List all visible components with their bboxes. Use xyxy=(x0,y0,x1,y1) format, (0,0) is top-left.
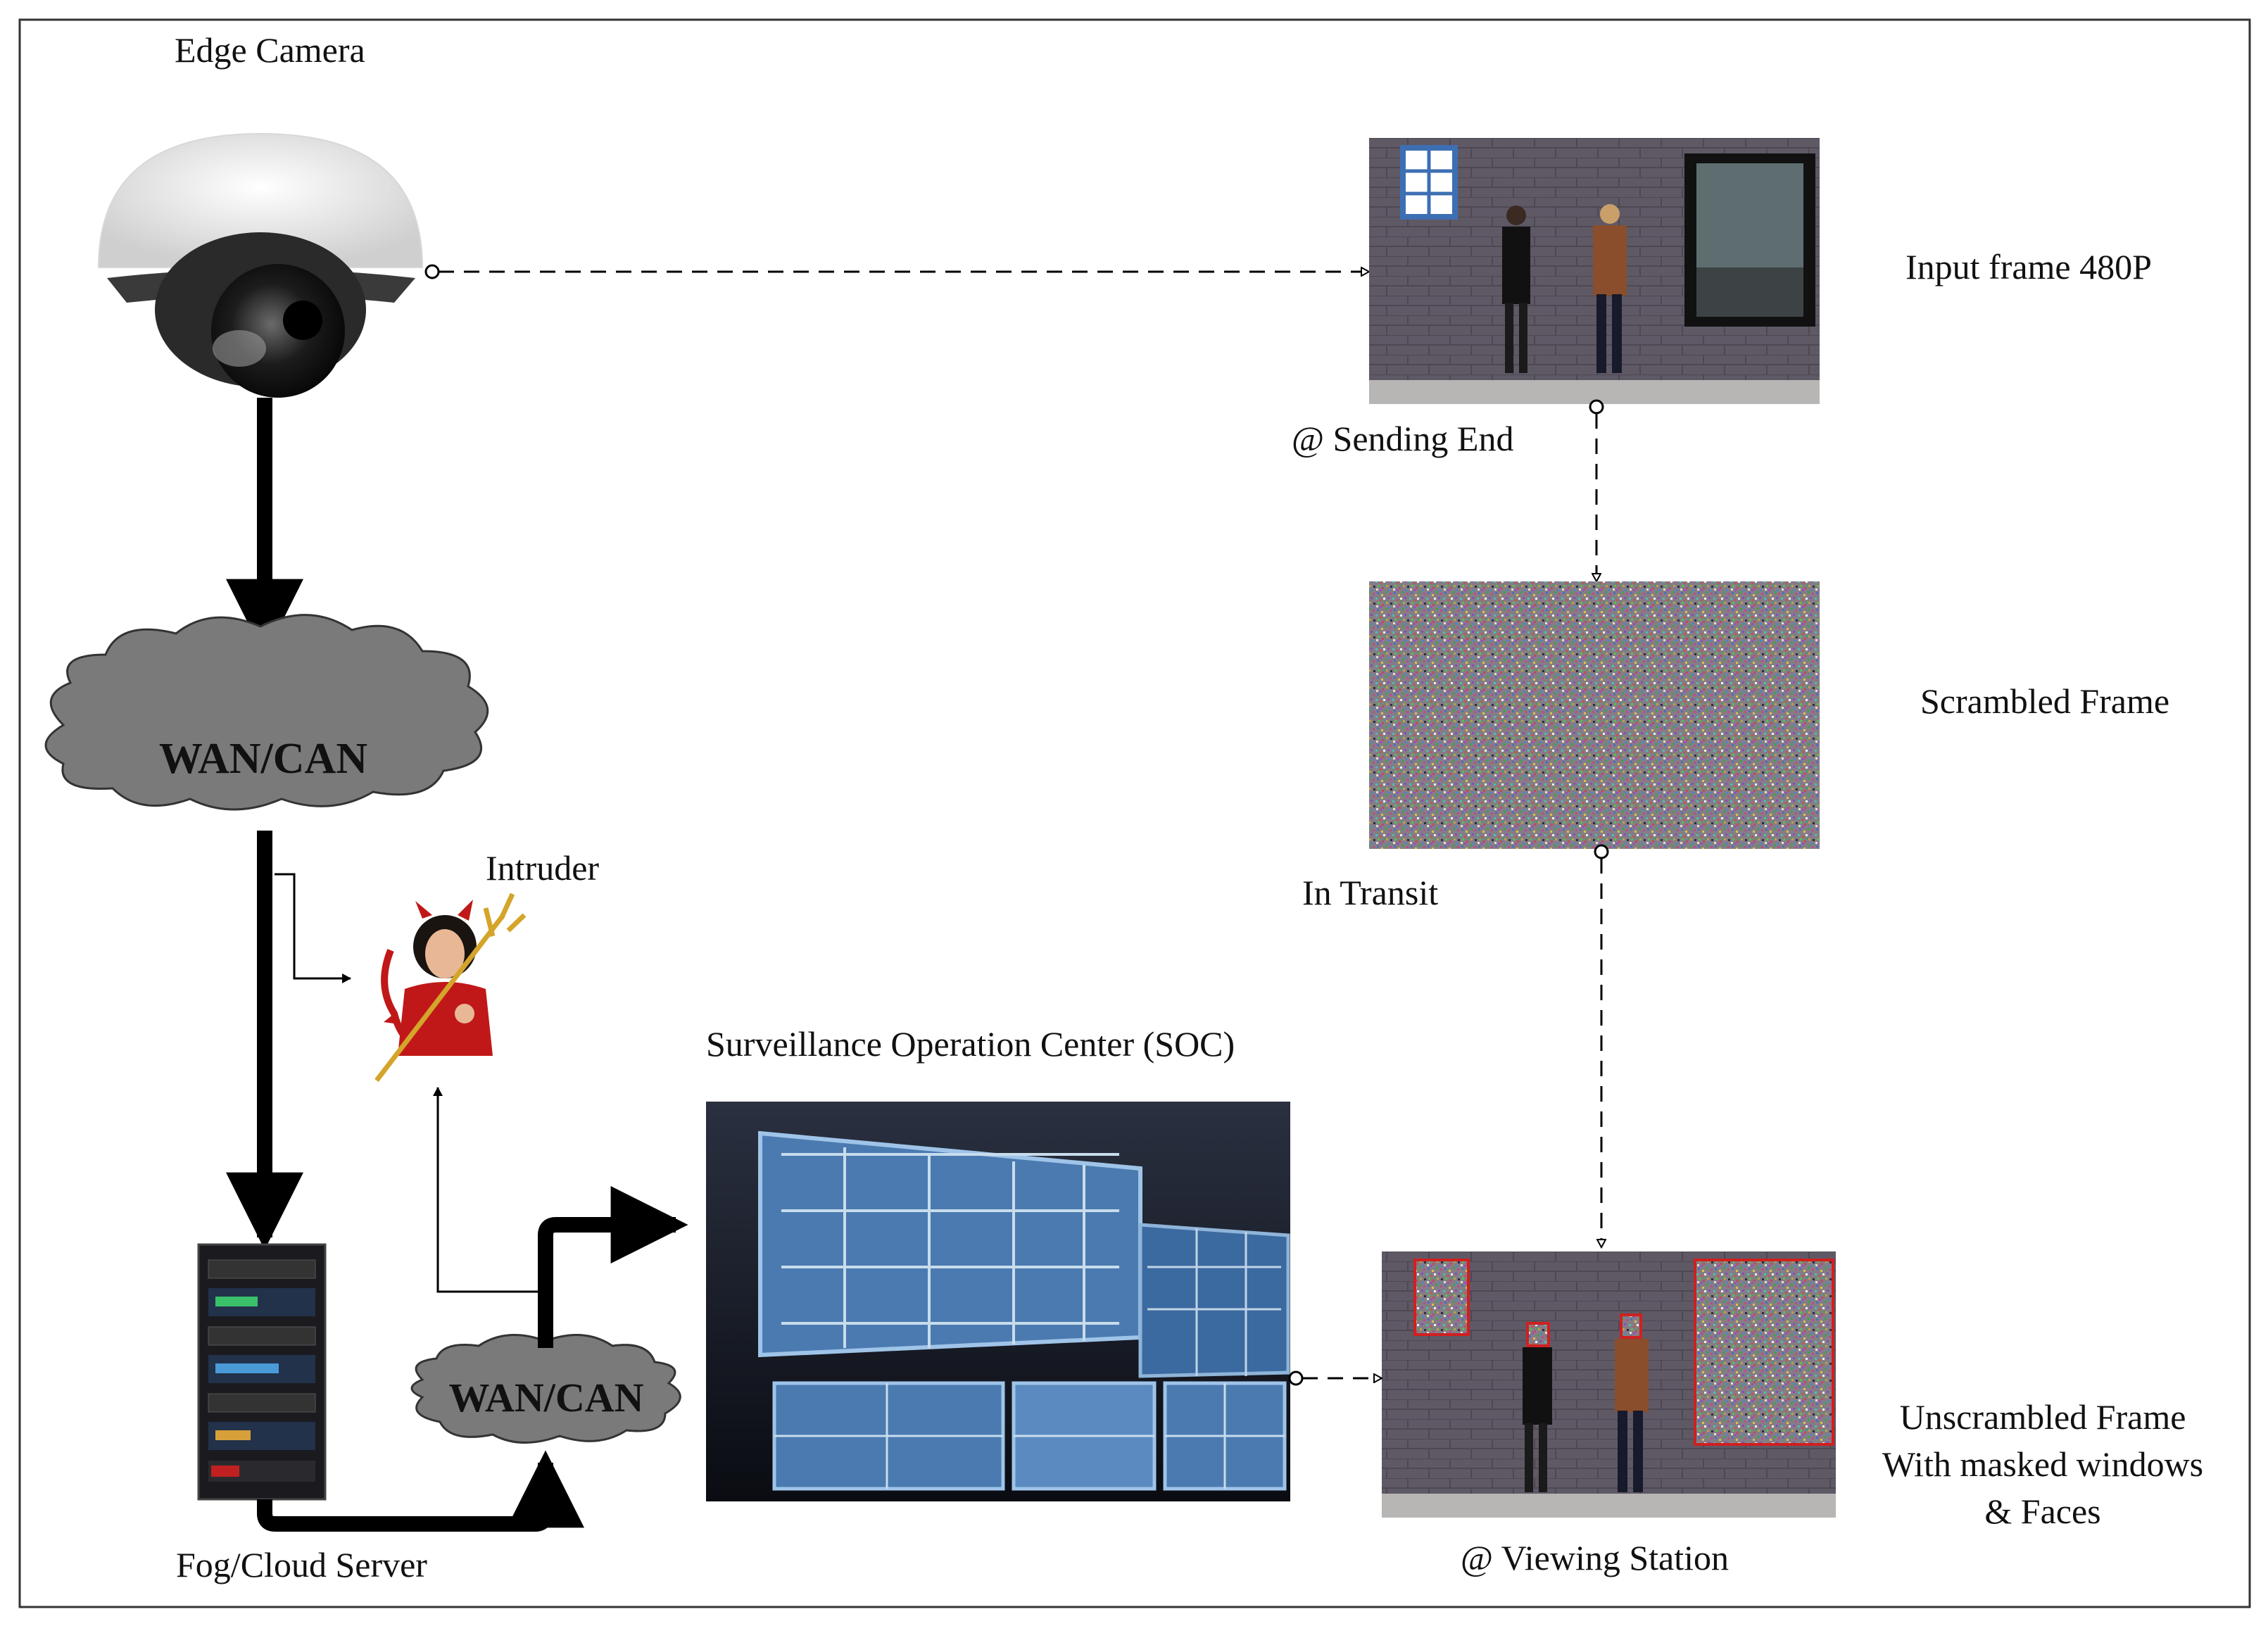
input-frame-label: Input frame 480P xyxy=(1905,247,2152,286)
wan-to-soc-arrow xyxy=(538,1186,688,1348)
scrambled-frame-port xyxy=(1594,844,1609,859)
server-rack-icon xyxy=(197,1243,327,1501)
sending-end-label: @ Sending End xyxy=(1292,419,1513,458)
input-frame-port xyxy=(1589,399,1604,415)
unscrambled-frame-label-line1: Unscrambled Frame xyxy=(1900,1397,2186,1437)
camera-output-port xyxy=(424,264,440,279)
wan-to-intruder-arrow xyxy=(275,873,351,983)
scrambled-frame-image xyxy=(1369,581,1820,849)
input-frame-image xyxy=(1369,138,1820,404)
edge-camera-label: Edge Camera xyxy=(175,30,365,70)
unscrambled-frame-label-line2: With masked windows xyxy=(1882,1444,2203,1484)
soc-output-port xyxy=(1288,1370,1304,1386)
server-to-wan-arrow xyxy=(257,1450,584,1532)
monitor-wall-icon xyxy=(706,1102,1290,1501)
wan-can-bottom-label: WAN/CAN xyxy=(448,1375,643,1420)
cloud-icon xyxy=(44,614,489,811)
wan-bottom-to-intruder-arrow xyxy=(433,1087,546,1293)
cloud-icon xyxy=(410,1334,681,1444)
in-transit-label: In Transit xyxy=(1302,873,1438,912)
wan-can-top-label: WAN/CAN xyxy=(159,735,367,783)
soc-label: Surveillance Operation Center (SOC) xyxy=(706,1024,1235,1064)
fog-server-label: Fog/Cloud Server xyxy=(176,1545,427,1584)
dome-camera-icon xyxy=(97,132,424,398)
intruder-label: Intruder xyxy=(486,848,599,888)
scrambled-frame-label: Scrambled Frame xyxy=(1920,681,2169,721)
unscrambled-frame-label-line3: & Faces xyxy=(1984,1492,2100,1531)
devil-intruder-icon xyxy=(374,893,527,1083)
viewing-station-label: @ Viewing Station xyxy=(1461,1538,1729,1577)
unscrambled-frame-image xyxy=(1382,1252,1836,1518)
